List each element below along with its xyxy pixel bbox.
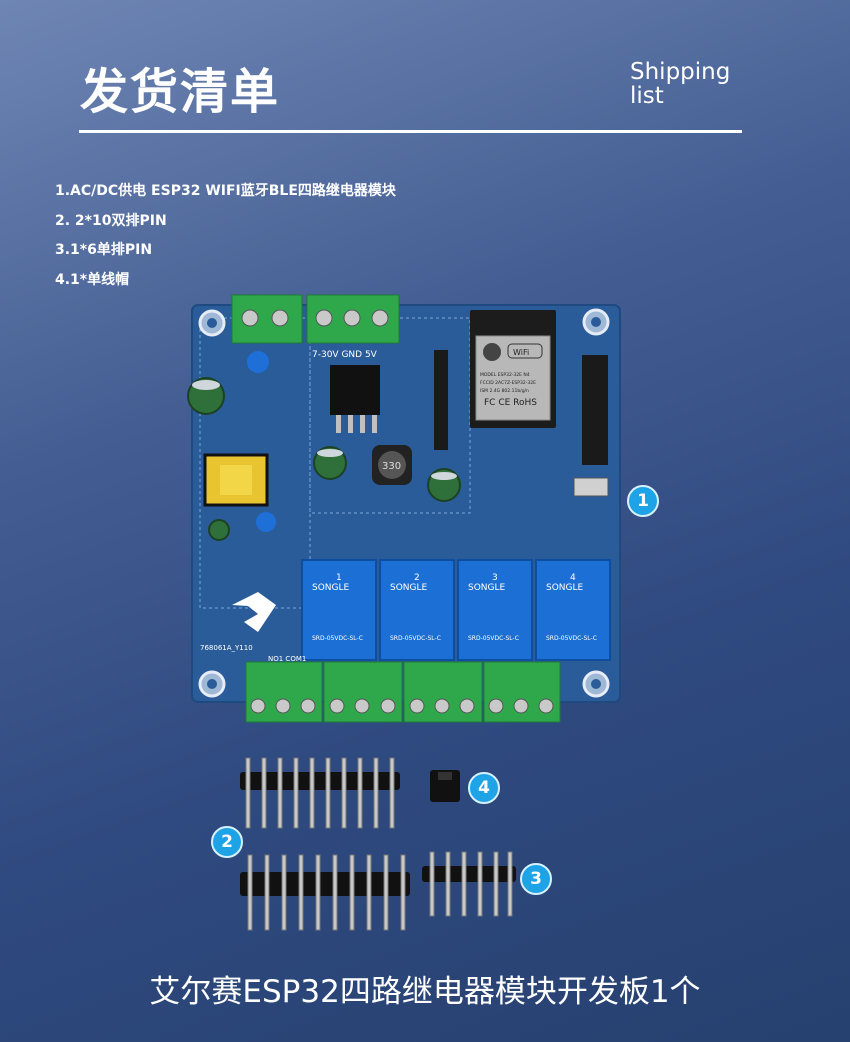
relay-number: 3	[492, 573, 498, 583]
relay-terminal-blocks	[245, 661, 561, 723]
badge-4: 4	[468, 772, 500, 804]
blue-component	[256, 512, 276, 532]
badge-3: 3	[520, 863, 552, 895]
list-item: 4.1*单线帽	[55, 271, 130, 288]
relay-4: SONGLE SRD-05VDC-SL-C 4	[535, 559, 611, 661]
regulator-chip	[330, 365, 380, 433]
terminal-label: 7-30V GND 5V	[312, 350, 378, 360]
page-subtitle: Shipping list	[630, 60, 730, 108]
subtitle-line-2: list	[630, 83, 664, 109]
dual-row-pin-header-bottom	[240, 854, 410, 931]
blue-component	[247, 351, 269, 373]
title-divider	[79, 130, 742, 133]
footer-caption: 艾尔赛ESP32四路继电器模块开发板1个	[149, 974, 701, 1010]
list-item: 2. 2*10双排PIN	[55, 212, 167, 229]
transformer	[203, 453, 269, 507]
relay-brand: SONGLE	[390, 583, 428, 593]
company-logo	[232, 592, 276, 632]
dual-row-pin-header-top	[240, 757, 400, 829]
relay-model: SRD-05VDC-SL-C	[546, 635, 597, 642]
page-title: 发货清单	[80, 64, 281, 120]
reset-button	[573, 477, 609, 497]
relay-3: SONGLE SRD-05VDC-SL-C 3	[457, 559, 533, 661]
inductor-label: 330	[382, 461, 401, 472]
relay-brand: SONGLE	[546, 583, 584, 593]
subtitle-line-1: Shipping	[630, 59, 731, 85]
relay-1: SONGLE SRD-05VDC-SL-C 1	[301, 559, 377, 661]
relay-model: SRD-05VDC-SL-C	[312, 635, 363, 642]
inductor: 330	[372, 445, 412, 485]
list-item: 3.1*6单排PIN	[55, 242, 153, 258]
relay-model: SRD-05VDC-SL-C	[468, 635, 519, 642]
relay-number: 1	[336, 573, 342, 583]
module-text-line: MODEL ESP32-32E N4	[480, 372, 530, 378]
certification-marks: FC CE RoHS	[484, 398, 537, 408]
list-item: 1.AC/DC供电 ESP32 WIFI蓝牙BLE四路继电器模块	[55, 183, 396, 199]
board-pin-header	[434, 350, 608, 465]
module-text-line: ISM 2.4G 802.11b/g/n	[480, 388, 529, 394]
relay-2: SONGLE SRD-05VDC-SL-C 2	[379, 559, 455, 661]
single-row-pin-header	[422, 851, 516, 917]
module-text-line: FCCID 2AC7Z-ESP32-32E	[480, 380, 536, 386]
relay-number: 2	[414, 573, 420, 583]
relay-brand: SONGLE	[312, 583, 350, 593]
relay-board: 7-30V GND 5V WiFi MODEL ESP32-32E N4 FCC…	[187, 294, 621, 723]
esp32-module: WiFi MODEL ESP32-32E N4 FCCID 2AC7Z-ESP3…	[470, 310, 556, 428]
power-terminal-block	[231, 294, 400, 344]
badge-2: 2	[211, 826, 243, 858]
relay-number: 4	[570, 573, 576, 583]
shipping-item-list: 1.AC/DC供电 ESP32 WIFI蓝牙BLE四路继电器模块 2. 2*10…	[55, 180, 396, 298]
capacitors	[187, 377, 461, 541]
relay-model: SRD-05VDC-SL-C	[390, 635, 441, 642]
badge-1: 1	[627, 485, 659, 517]
relay-brand: SONGLE	[468, 583, 506, 593]
pcb-code: 768061A_Y110	[200, 644, 253, 652]
jumper-cap	[430, 770, 460, 802]
wifi-label: WiFi	[513, 348, 529, 357]
no-com-label: NO1 COM1	[268, 655, 306, 663]
